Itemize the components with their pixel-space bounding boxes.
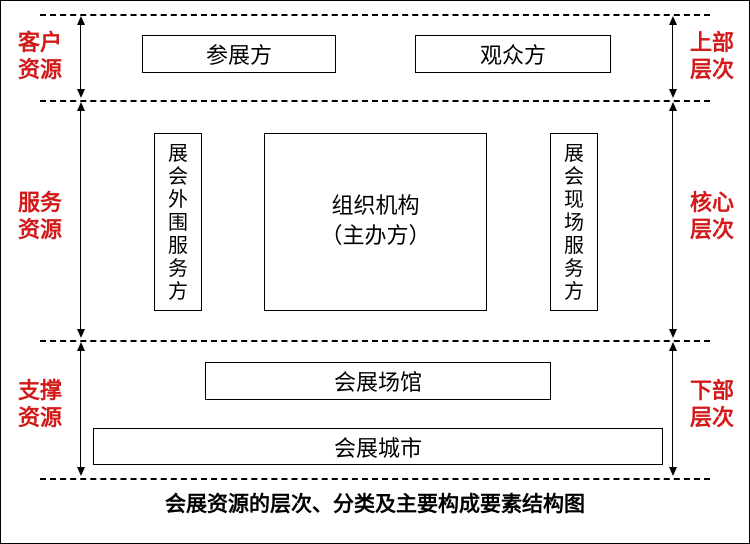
dashed-separator-upper (40, 100, 710, 102)
label-core-level: 核心 层次 (689, 190, 734, 243)
onsite-service-text: 展会现场服务方 (564, 140, 584, 303)
dashed-separator-lower (40, 340, 710, 342)
peripheral-service-text: 展会外围服务方 (168, 140, 188, 303)
diagram-caption: 会展资源的层次、分类及主要构成要素结构图 (165, 491, 585, 516)
box-onsite-service: 展会现场服务方 (550, 133, 598, 311)
organizer-subtitle: （主办方） (320, 224, 431, 249)
box-exhibitors: 参展方 (142, 35, 336, 73)
label-lower-level: 下部 层次 (689, 378, 734, 431)
box-visitors: 观众方 (415, 35, 611, 73)
box-exhibition-venue: 会展场馆 (205, 362, 551, 400)
organizer-title: 组织机构 (331, 194, 420, 219)
dashed-separator-top (40, 14, 710, 16)
box-organizer: 组织机构 （主办方） (264, 133, 487, 311)
label-service-resources: 服务 资源 (17, 190, 62, 243)
label-support-resources: 支撑 资源 (17, 378, 62, 431)
label-customer-resources: 客户 资源 (17, 30, 62, 83)
box-peripheral-service: 展会外围服务方 (154, 133, 202, 311)
dashed-separator-bottom (40, 478, 710, 480)
label-upper-level: 上部 层次 (689, 30, 734, 83)
box-exhibition-city: 会展城市 (93, 428, 663, 465)
